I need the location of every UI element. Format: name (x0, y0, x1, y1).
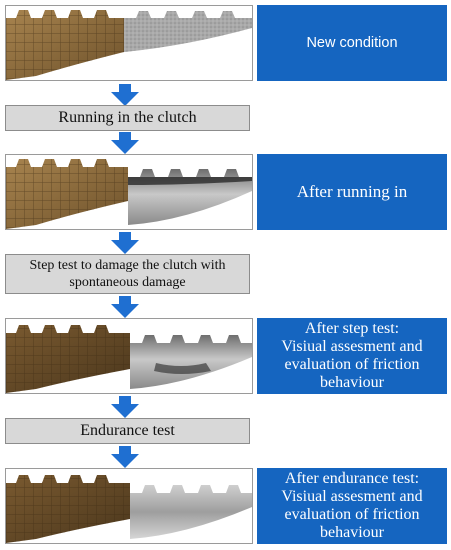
process-step-text-line1: Step test to damage the clutch with (29, 257, 226, 273)
stage-label-after-step-test: After step test: Visiual assesment and e… (257, 318, 447, 394)
process-step-endurance-test: Endurance test (5, 418, 250, 444)
arrow-down-icon (111, 232, 139, 254)
process-step-step-test: Step test to damage the clutch with spon… (5, 254, 250, 294)
process-step-text-line2: spontaneous damage (69, 275, 186, 290)
stage-label-text: New condition (306, 34, 398, 51)
stage-label-line3: evaluation of friction (284, 356, 420, 373)
clutch-photo-new (5, 5, 253, 81)
stage-label-line1: After endurance test: (284, 470, 420, 488)
stage-label-line3: evaluation of friction (284, 506, 420, 523)
stage-label-new-condition: New condition (257, 5, 447, 81)
stage-label-after-endurance-test: After endurance test: Visiual assesment … (257, 468, 447, 544)
stage-label-after-running-in: After running in (257, 154, 447, 230)
process-step-text: Running in the clutch (58, 109, 197, 126)
process-step-running-in: Running in the clutch (5, 105, 250, 131)
arrow-down-icon (111, 296, 139, 318)
clutch-photo-after-step-test (5, 318, 253, 394)
arrow-down-icon (111, 84, 139, 106)
clutch-photo-after-running-in (5, 154, 253, 230)
stage-label-line4: behaviour (320, 373, 384, 391)
stage-label-line2: Visiual assesment and (281, 338, 423, 356)
arrow-down-icon (111, 396, 139, 418)
stage-label-line2: Visiual assesment and (281, 488, 423, 506)
stage-label-line1: After step test: (304, 320, 400, 338)
process-step-text: Endurance test (80, 422, 175, 439)
stage-label-line4: behaviour (320, 523, 384, 541)
clutch-photo-after-endurance-test (5, 468, 253, 544)
arrow-down-icon (111, 446, 139, 468)
stage-label-text: After running in (296, 182, 408, 202)
arrow-down-icon (111, 132, 139, 154)
